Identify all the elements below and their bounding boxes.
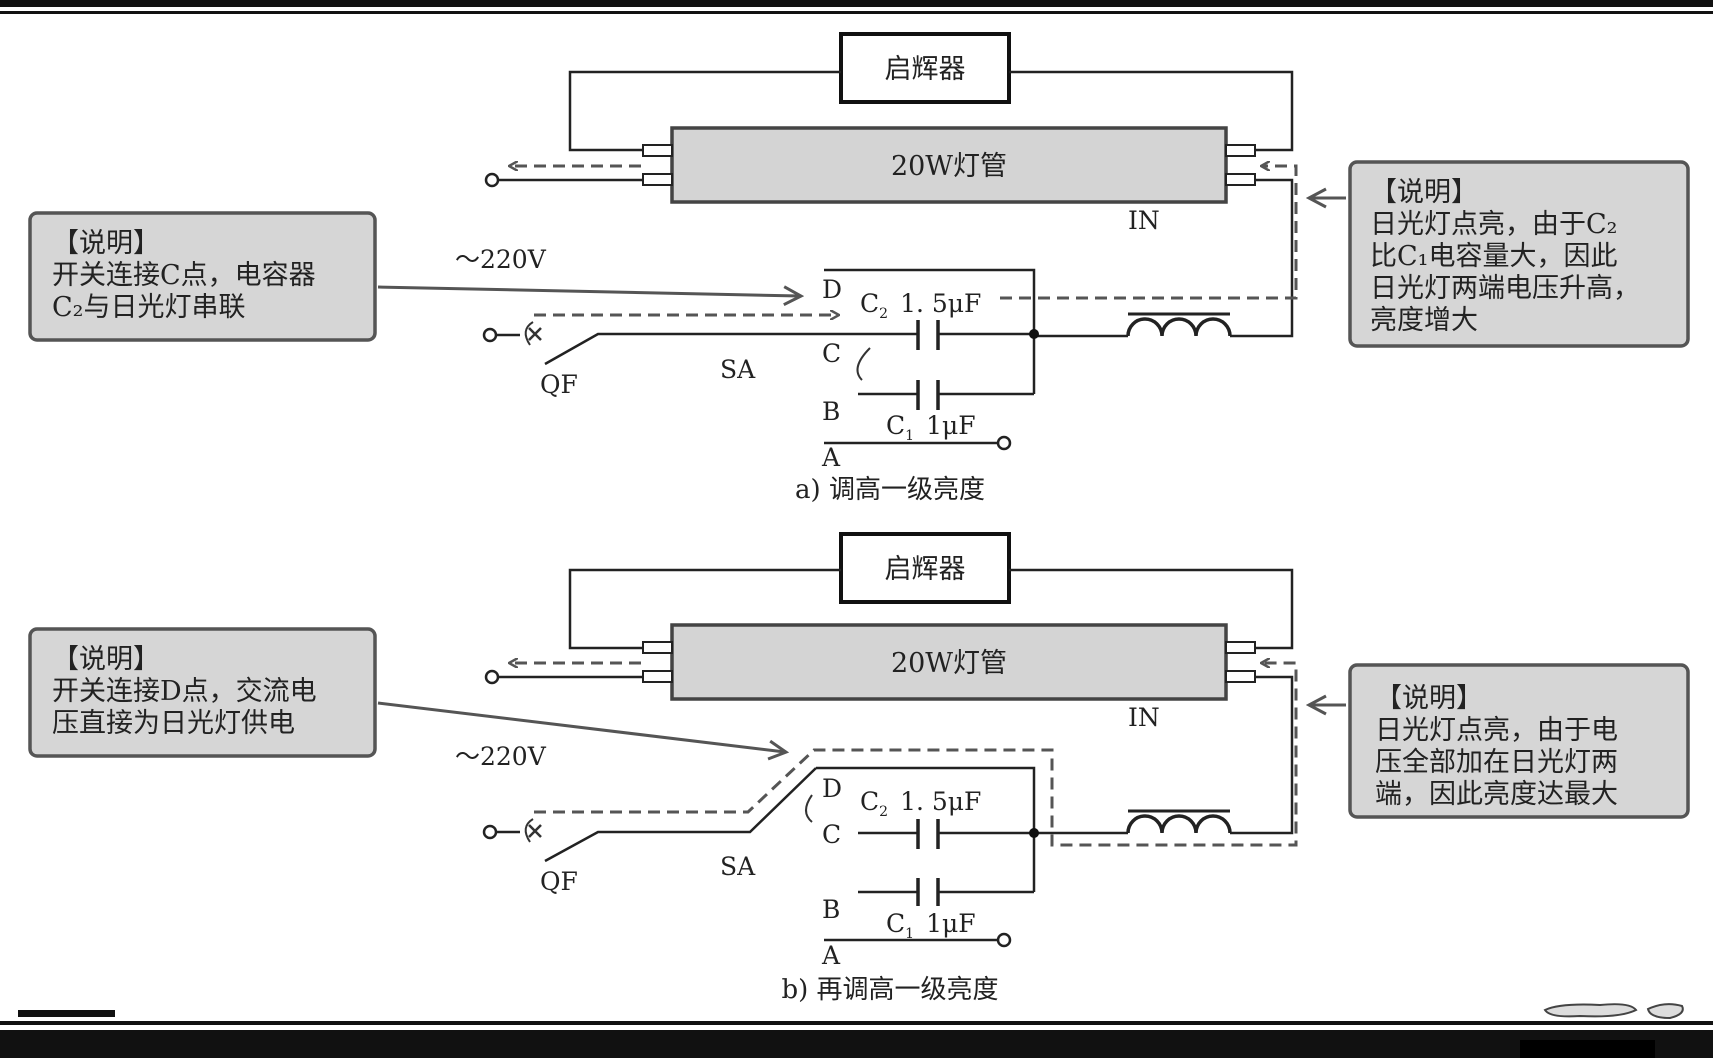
terminal-supply [482, 327, 498, 343]
terminal-b-label: B [822, 397, 840, 426]
sa-arrow [856, 347, 871, 381]
note-title: 【说明】 [1375, 683, 1483, 714]
tube-pin [642, 173, 673, 186]
top-border-bar [0, 0, 1713, 7]
qf-arrow [524, 321, 534, 346]
qf-arrow [524, 818, 534, 843]
torn-paper-decoration [1543, 1003, 1684, 1020]
current-in-path [534, 663, 1298, 847]
terminal-d-label: D [822, 774, 842, 803]
starter-label: 启辉器 [885, 54, 966, 85]
bottom-left-mark [18, 1010, 115, 1017]
terminal-a-end [996, 435, 1012, 451]
qf-label: QF [540, 370, 578, 399]
junction-dot [1029, 828, 1039, 838]
starter-label: 启辉器 [885, 554, 966, 585]
note-line: 日光灯点亮，由于C₂ [1370, 209, 1617, 240]
qf-cross [528, 327, 542, 341]
inductor-coil [1126, 317, 1232, 337]
c1-capacitor [916, 878, 940, 906]
sa-arrow [805, 794, 813, 823]
sa-label: SA [720, 355, 756, 384]
starter-wire [568, 70, 1294, 152]
note-line: 日光灯点亮，由于电 [1375, 715, 1618, 746]
bottom-border-line [0, 1021, 1713, 1025]
note-line: 亮度增大 [1370, 305, 1478, 336]
tube-label: 20W灯管 [891, 151, 1007, 182]
terminal-d-label: D [822, 275, 842, 304]
tube-pin [642, 144, 673, 157]
note-line: 日光灯两端电压升高， [1370, 273, 1640, 304]
terminal-a-label: A [821, 941, 841, 970]
tube-right-wire [1230, 178, 1294, 338]
bottom-right-block [1520, 1040, 1655, 1058]
circuit-b: 启辉器 20W灯管 IN ～220V QF SA D C [28, 532, 1690, 1005]
tube-pin [1225, 670, 1256, 683]
terminal-a-label: A [821, 443, 841, 472]
voltage-label: ～220V [455, 245, 547, 274]
c2-capacitor [916, 320, 940, 350]
terminal-supply [482, 824, 498, 840]
terminal-b-label: B [822, 895, 840, 924]
caption: b) 再调高一级亮度 [781, 975, 998, 1005]
terminal-c-label: C [822, 339, 841, 368]
inductor-label: IN [1128, 703, 1160, 732]
inductor-coil [1126, 814, 1232, 834]
tube-pin [1225, 641, 1256, 654]
note-pointer-arrow [377, 287, 800, 296]
tube-right-wire [1230, 675, 1294, 835]
tube-label: 20W灯管 [891, 648, 1007, 679]
note-title: 【说明】 [1370, 177, 1478, 208]
c2-capacitor [916, 819, 940, 849]
starter-wire [568, 568, 1294, 650]
starter-box [839, 32, 1011, 104]
circuit-a: 启辉器 20W灯管 IN [28, 32, 1690, 505]
tube-pin [642, 641, 673, 654]
note-box-left [28, 627, 377, 758]
tube-pin [642, 670, 673, 683]
terminal-a-end [996, 932, 1012, 948]
sa-label: SA [720, 852, 756, 881]
note-box-right [1348, 663, 1690, 819]
terminal-tube-left [484, 172, 500, 188]
note-title: 【说明】 [52, 644, 160, 675]
note-line: C₂与日光灯串联 [52, 292, 245, 323]
qf-cross [528, 824, 542, 838]
top-border-line [0, 11, 1713, 14]
note-line: 端，因此亮度达最大 [1375, 779, 1618, 810]
note-line: 开关连接C点，电容器 [52, 260, 316, 291]
tube-body [670, 126, 1228, 204]
note-line: 压直接为日光灯供电 [52, 708, 295, 739]
qf-label: QF [540, 867, 578, 896]
junction-dot [1029, 329, 1039, 339]
note-pointer-arrow [377, 701, 785, 752]
current-to-tube [1000, 166, 1298, 300]
qf-blade [544, 767, 817, 863]
tube-body [670, 623, 1228, 701]
note-title: 【说明】 [52, 228, 160, 259]
qf-blade [544, 332, 752, 366]
inductor-label: IN [1128, 206, 1160, 235]
note-line: 比C₁电容量大，因此 [1370, 241, 1617, 272]
note-box-left [28, 211, 377, 342]
voltage-label: ～220V [455, 742, 547, 771]
terminal-tube-left [484, 669, 500, 685]
note-line: 压全部加在日光灯两 [1375, 747, 1618, 778]
bottom-border-bar [0, 1030, 1713, 1058]
terminal-d-line [824, 268, 1036, 394]
terminal-d-line [816, 766, 1036, 892]
caption: a) 调高一级亮度 [795, 475, 985, 505]
note-line: 开关连接D点，交流电 [52, 676, 317, 707]
note-box-right [1348, 160, 1690, 348]
c1-capacitor [916, 380, 940, 410]
tube-pin [1225, 173, 1256, 186]
terminal-c-label: C [822, 820, 841, 849]
tube-pin [1225, 144, 1256, 157]
starter-box [839, 532, 1011, 604]
